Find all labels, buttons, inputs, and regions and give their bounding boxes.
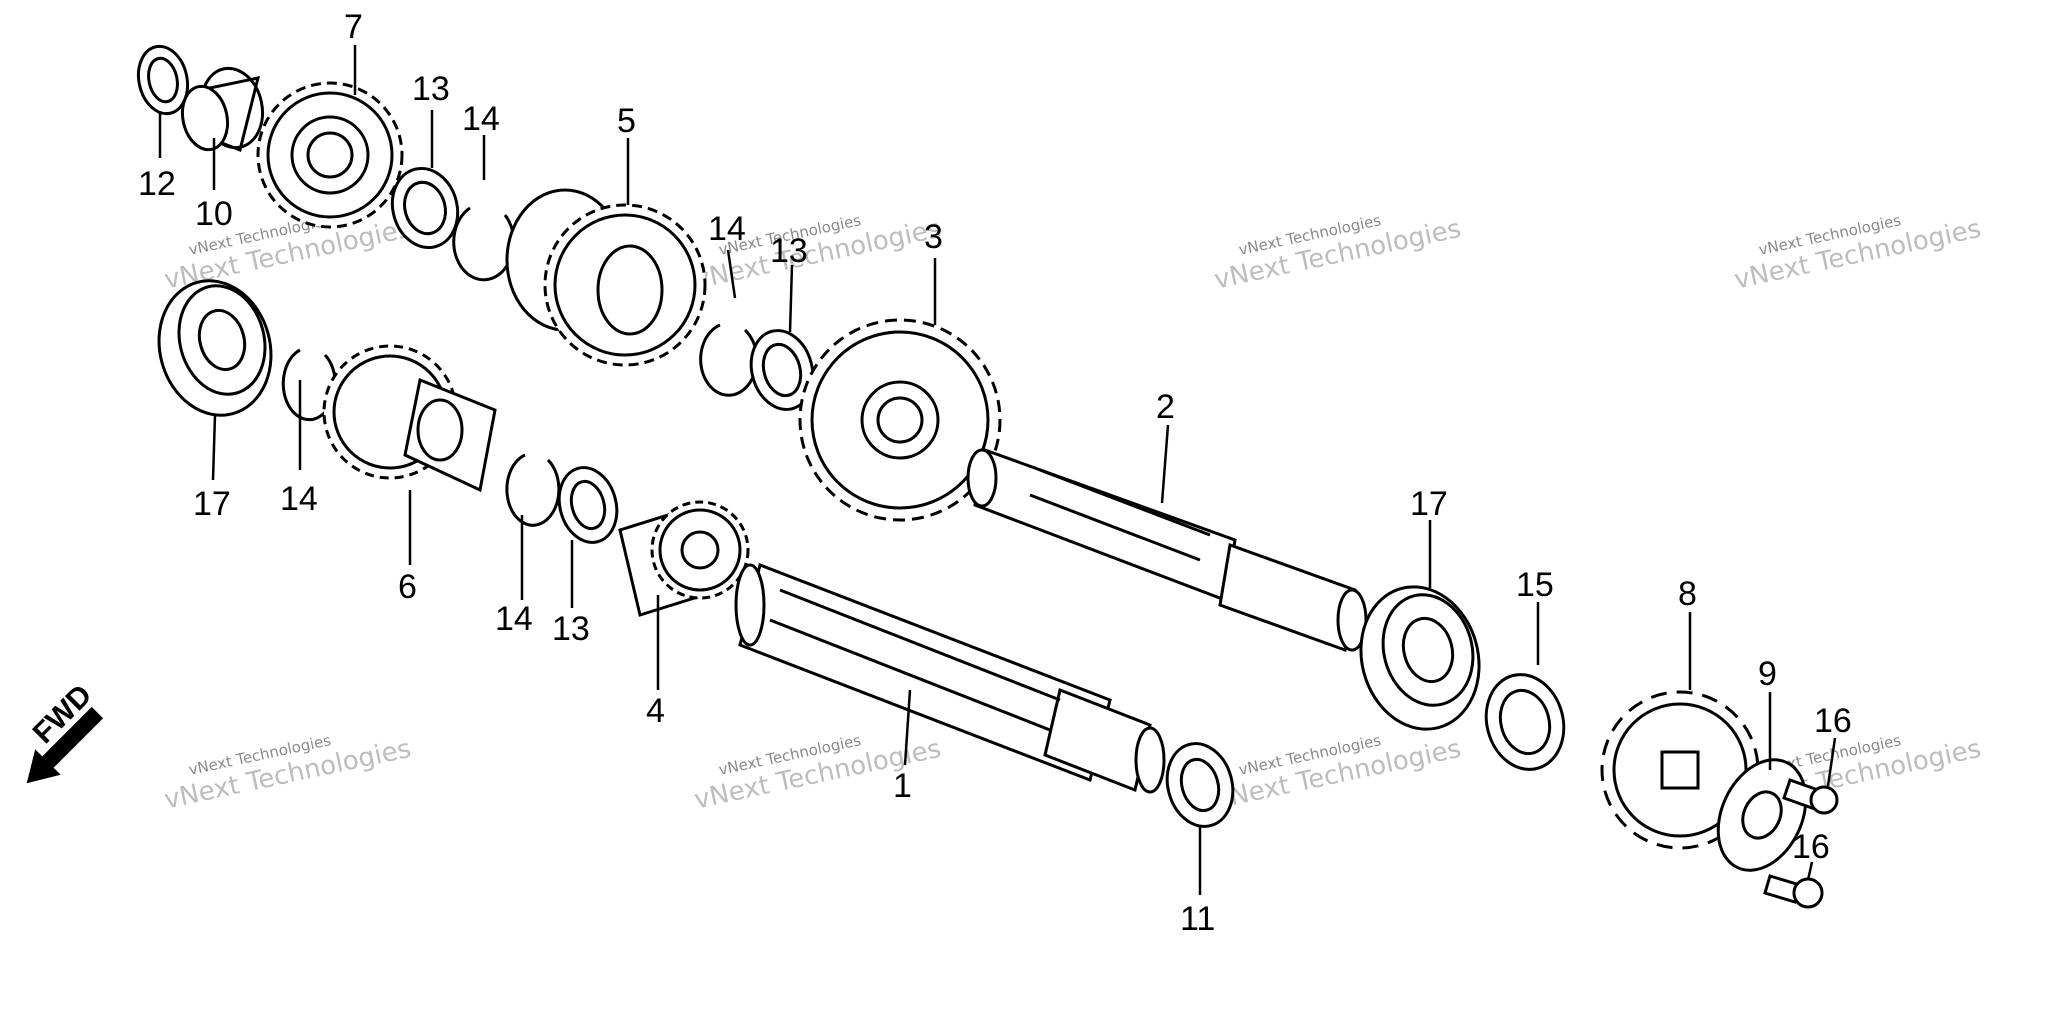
part-2-shaft [966, 447, 1368, 653]
callout-16: 16 [1792, 828, 1830, 866]
leader-lines [158, 45, 1837, 895]
part-5-gear [505, 188, 707, 367]
part-6-gear [322, 344, 497, 493]
part-1-shaft [734, 562, 1166, 794]
callout-15: 15 [1516, 566, 1554, 604]
part-4-gear [618, 500, 750, 617]
callout-2: 2 [1156, 388, 1175, 426]
part-12-washer [136, 44, 190, 116]
callout-5: 5 [617, 102, 636, 140]
callout-10: 10 [195, 195, 233, 233]
callout-8: 8 [1678, 575, 1697, 613]
part-8-sprocket [1600, 690, 1760, 850]
part-3-gear [798, 318, 1002, 522]
part-14-snap-ring-right [699, 323, 759, 397]
callout-14: 14 [708, 210, 746, 248]
callout-11: 11 [1180, 900, 1215, 938]
callout-labels: 12 10 7 13 14 5 14 13 3 2 17 14 6 14 13 … [138, 8, 1852, 938]
part-13-splined-washer-right [749, 329, 815, 411]
callout-13: 13 [552, 610, 590, 648]
fwd-arrow-icon: FWD [26, 678, 104, 784]
part-17-bearing [157, 279, 273, 417]
part-13-splined-washer [390, 166, 460, 250]
callout-17: 17 [193, 485, 231, 523]
callout-14: 14 [462, 100, 500, 138]
callout-3: 3 [924, 218, 943, 256]
callout-13: 13 [770, 232, 808, 270]
callout-7: 7 [344, 8, 363, 46]
callout-6: 6 [398, 568, 417, 606]
part-14-snap-ring-middle [505, 453, 561, 527]
part-16-bolt-lower [1763, 874, 1824, 909]
part-14-snap-ring [452, 206, 516, 282]
callout-16: 16 [1814, 702, 1852, 740]
callout-14: 14 [495, 600, 533, 638]
callout-12: 12 [138, 165, 176, 203]
callout-1: 1 [893, 767, 912, 805]
part-10-bushing [180, 66, 265, 153]
part-13-splined-washer-middle [557, 466, 619, 544]
part-16-bolt-upper [1782, 778, 1839, 815]
callout-9: 9 [1758, 655, 1777, 693]
callout-13: 13 [412, 70, 450, 108]
part-17-bearing-right [1359, 585, 1481, 731]
callout-14: 14 [280, 480, 318, 518]
part-11-washer [1165, 742, 1235, 828]
part-9-fixing-plate [1716, 758, 1808, 872]
part-15-oil-seal [1484, 673, 1566, 771]
callout-4: 4 [646, 692, 665, 730]
callout-17: 17 [1410, 485, 1448, 523]
part-7-gear [256, 81, 404, 229]
